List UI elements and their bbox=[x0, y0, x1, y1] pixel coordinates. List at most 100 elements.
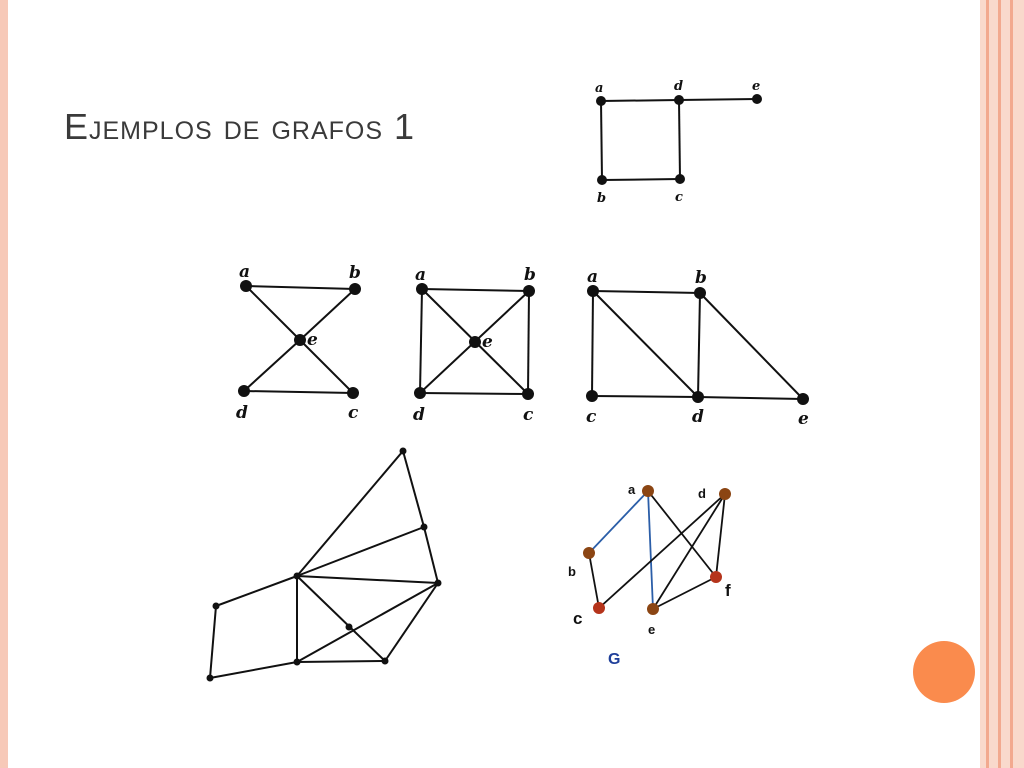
vertex-b bbox=[349, 283, 361, 295]
label-d: d bbox=[236, 403, 248, 423]
slide-left-border bbox=[0, 0, 8, 768]
label-d: d bbox=[698, 486, 706, 501]
edge-a-c bbox=[591, 290, 594, 397]
graph-6-vertices bbox=[583, 485, 731, 615]
vertex bbox=[420, 523, 428, 531]
edge-a-b bbox=[600, 100, 603, 181]
edge bbox=[296, 526, 425, 577]
edge bbox=[402, 450, 425, 528]
vertex-e bbox=[469, 336, 481, 348]
edge bbox=[209, 605, 217, 679]
vertex-c bbox=[675, 174, 685, 184]
graph-4-vertices bbox=[586, 285, 809, 405]
graph-1 bbox=[600, 98, 758, 181]
vertex-e bbox=[294, 334, 306, 346]
edge-d-c bbox=[678, 99, 681, 180]
edge bbox=[296, 575, 386, 662]
edge-a-e bbox=[245, 285, 301, 341]
vertex-d bbox=[238, 385, 250, 397]
vertex-c bbox=[593, 602, 605, 614]
label-c: c bbox=[523, 405, 534, 425]
vertex-b bbox=[694, 287, 706, 299]
label-a: a bbox=[595, 81, 603, 96]
edge-b-c bbox=[527, 290, 530, 395]
vertex-d bbox=[692, 391, 704, 403]
vertex-a bbox=[587, 285, 599, 297]
edge-d-c bbox=[419, 392, 529, 395]
vertex-c bbox=[347, 387, 359, 399]
edge bbox=[384, 582, 439, 662]
vertex bbox=[212, 602, 220, 610]
label-b: b bbox=[568, 564, 576, 579]
edge-b-e bbox=[299, 288, 356, 341]
edge-a-d bbox=[592, 290, 699, 398]
graph-3-vertices bbox=[414, 283, 535, 400]
vertex-d bbox=[719, 488, 731, 500]
edge-e-f bbox=[652, 576, 717, 610]
edge bbox=[296, 660, 386, 663]
slide-right-border bbox=[980, 0, 1024, 768]
edge bbox=[209, 661, 298, 679]
vertex-d bbox=[414, 387, 426, 399]
edge-a-d bbox=[600, 99, 680, 102]
label-b: b bbox=[524, 265, 536, 285]
edge bbox=[423, 526, 439, 584]
edge-a-b bbox=[245, 285, 356, 290]
vertex-e bbox=[752, 94, 762, 104]
label-e: e bbox=[307, 330, 318, 350]
vertex-b bbox=[597, 175, 607, 185]
edge-e-d bbox=[243, 339, 301, 392]
edge bbox=[296, 575, 439, 584]
vertex bbox=[206, 674, 214, 682]
label-d: d bbox=[413, 405, 425, 425]
edge-b-c bbox=[588, 552, 600, 609]
vertex-b bbox=[583, 547, 595, 559]
label-c: c bbox=[586, 407, 597, 427]
vertex bbox=[381, 657, 389, 665]
edge bbox=[296, 450, 404, 577]
label-c: c bbox=[573, 609, 582, 628]
graph-name-label: G bbox=[608, 651, 620, 668]
label-f: f bbox=[725, 581, 731, 600]
edge-a-b bbox=[592, 290, 701, 294]
label-c: c bbox=[348, 403, 359, 423]
border-stripe bbox=[986, 0, 989, 768]
vertex-e bbox=[797, 393, 809, 405]
label-a: a bbox=[239, 262, 250, 282]
label-a: a bbox=[628, 482, 636, 497]
vertex-a bbox=[416, 283, 428, 295]
vertex-a bbox=[596, 96, 606, 106]
vertex bbox=[434, 579, 442, 587]
graph-4 bbox=[591, 290, 804, 400]
label-e: e bbox=[482, 332, 493, 352]
border-stripe bbox=[998, 0, 1001, 768]
edge-c-d bbox=[591, 395, 699, 398]
slide-title: Ejemplos de grafos 1 bbox=[64, 106, 416, 147]
edge-d-e bbox=[697, 396, 804, 400]
graph-5-vertices bbox=[206, 447, 442, 682]
label-b: b bbox=[695, 268, 707, 288]
graph-5 bbox=[209, 450, 439, 679]
label-e: e bbox=[648, 622, 655, 637]
label-a: a bbox=[587, 267, 598, 287]
edge-b-d bbox=[697, 292, 701, 398]
edge-d-c bbox=[243, 390, 354, 394]
edge-a-b bbox=[588, 490, 649, 554]
label-c: c bbox=[675, 190, 683, 205]
edge-d-e bbox=[652, 493, 726, 610]
label-d: d bbox=[692, 407, 704, 427]
accent-circle-decoration bbox=[913, 641, 975, 703]
label-a: a bbox=[415, 265, 426, 285]
vertex bbox=[293, 572, 301, 580]
vertex bbox=[293, 658, 301, 666]
graph-6 bbox=[588, 490, 726, 610]
vertex-c bbox=[586, 390, 598, 402]
label-b: b bbox=[597, 191, 606, 206]
graph-1-vertices bbox=[596, 94, 762, 185]
label-b: b bbox=[349, 263, 361, 283]
vertex bbox=[399, 447, 407, 455]
edge bbox=[296, 582, 439, 663]
vertex-a bbox=[240, 280, 252, 292]
edge bbox=[215, 575, 298, 607]
